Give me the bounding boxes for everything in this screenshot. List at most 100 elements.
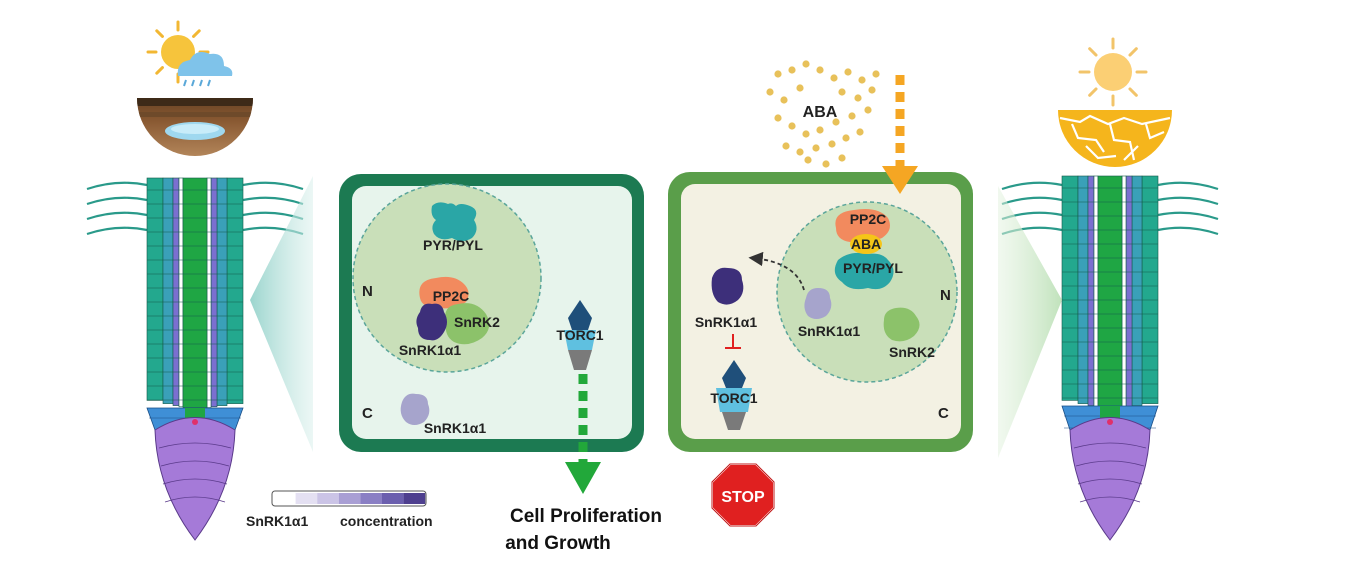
snrk1-protein-right-nucleus [804, 288, 832, 319]
pyr-pyl-label-right: PYR/PYL [843, 260, 903, 276]
legend-suffix: concentration [340, 513, 433, 529]
torc1-label-right: TORC1 [710, 390, 757, 406]
root-diagram-left [86, 177, 304, 541]
sun-ray [1088, 47, 1098, 57]
stop-sign: STOP [711, 463, 775, 527]
aba-dot [802, 60, 810, 68]
aba-dot [872, 70, 880, 78]
aba-dot [816, 66, 824, 74]
aba-molecule-bound [850, 234, 882, 254]
nuclear-export-arrow [748, 251, 805, 291]
aba-dot [796, 84, 804, 92]
aba-dot [838, 154, 846, 162]
torc1-bottom-right [722, 412, 746, 430]
root-cell-column [1141, 175, 1159, 404]
aba-dot [774, 70, 782, 78]
outcome-line-2: and Growth [505, 533, 611, 554]
sun-rain-icon [146, 20, 233, 87]
zoom-beam-left [250, 176, 313, 452]
root-hair [86, 196, 148, 206]
nucleus-label-left: N [362, 283, 373, 300]
root-hair [86, 226, 148, 236]
quiescent-center [192, 419, 198, 425]
aba-dot [864, 106, 872, 114]
root-cell-column [226, 177, 244, 404]
aba-cloud-label: ABA [803, 104, 838, 121]
root-cell-column [1121, 175, 1127, 408]
aba-dot [844, 68, 852, 76]
sun-ray [1088, 87, 1098, 97]
root-cap-divider [1077, 478, 1143, 485]
root-cap-divider [1075, 460, 1145, 467]
aba-dot [788, 66, 796, 74]
root-cell-column [206, 177, 212, 408]
outcome-line-1: Cell Proliferation [510, 506, 662, 527]
root-hair [242, 196, 304, 206]
root-cell-column [162, 177, 174, 404]
snrk1-label-right-nucleus: SnRK1α1 [798, 323, 861, 339]
pyr-pyl-protein-left [431, 202, 477, 241]
legend-swatch [338, 493, 361, 504]
aba-dot [766, 88, 774, 96]
aba-complex-label: ABA [851, 236, 881, 252]
torc1-mid-left [564, 330, 596, 350]
root-cell-column [1097, 175, 1123, 408]
aba-dot [838, 88, 846, 96]
legend-swatch [382, 493, 404, 504]
stop-label: STOP [721, 489, 765, 506]
pyr-pyl-protein-right [834, 252, 894, 290]
aba-dot-cloud [766, 60, 880, 168]
quiescent-center [1107, 419, 1113, 425]
torc1-label-left: TORC1 [556, 327, 603, 343]
root-hair [1001, 196, 1063, 206]
root-cell-column [146, 177, 164, 401]
aba-dot [816, 126, 824, 134]
root-cell-column [178, 177, 184, 408]
root-cell-column [210, 177, 218, 408]
root-cap-divider [158, 442, 232, 449]
aba-dot [788, 122, 796, 130]
aba-dot [802, 130, 810, 138]
snrk2-protein-left [445, 303, 490, 345]
pp2c-protein-right [835, 209, 890, 243]
root-diagram-right [1001, 175, 1219, 541]
root-cap-divider [1079, 496, 1141, 503]
sun-ray [155, 29, 164, 38]
concentration-legend-bar [271, 490, 427, 507]
legend-swatch [403, 493, 426, 504]
root-cell-column [1131, 175, 1143, 406]
root-cell-column [1061, 175, 1079, 401]
snrk1-protein-right-cytoplasm [711, 267, 744, 305]
dry-soil-icon [1058, 110, 1172, 167]
root-hair [86, 181, 148, 191]
aba-arrow [882, 75, 918, 194]
root-cell-column [1077, 175, 1089, 404]
legend-swatch [317, 493, 339, 504]
sun-ray [1128, 87, 1138, 97]
aba-dot [812, 144, 820, 152]
zoom-beam-right [998, 186, 1062, 458]
aba-dot [804, 156, 812, 164]
aba-dot [854, 94, 862, 102]
snrk2-label-left: SnRK2 [454, 314, 500, 330]
pp2c-protein-left [419, 276, 469, 309]
aba-dot [832, 118, 840, 126]
aba-dot [828, 140, 836, 148]
aba-dot [848, 112, 856, 120]
sun-ray [192, 29, 201, 38]
root-hair [1157, 181, 1219, 191]
nucleus-label-right: N [940, 287, 951, 304]
torc1-mid-right [716, 388, 752, 412]
sun-ray [155, 66, 164, 75]
growth-arrow [565, 374, 601, 494]
sun-icon [1078, 37, 1148, 107]
aba-dot [842, 134, 850, 142]
root-hair [1157, 196, 1219, 206]
aba-dot [780, 96, 788, 104]
aba-dot [774, 114, 782, 122]
root-cell-column [1093, 175, 1099, 408]
pyr-pyl-label-left: PYR/PYL [423, 237, 483, 253]
root-cell-column [182, 177, 208, 408]
root-cell-column [172, 177, 180, 406]
